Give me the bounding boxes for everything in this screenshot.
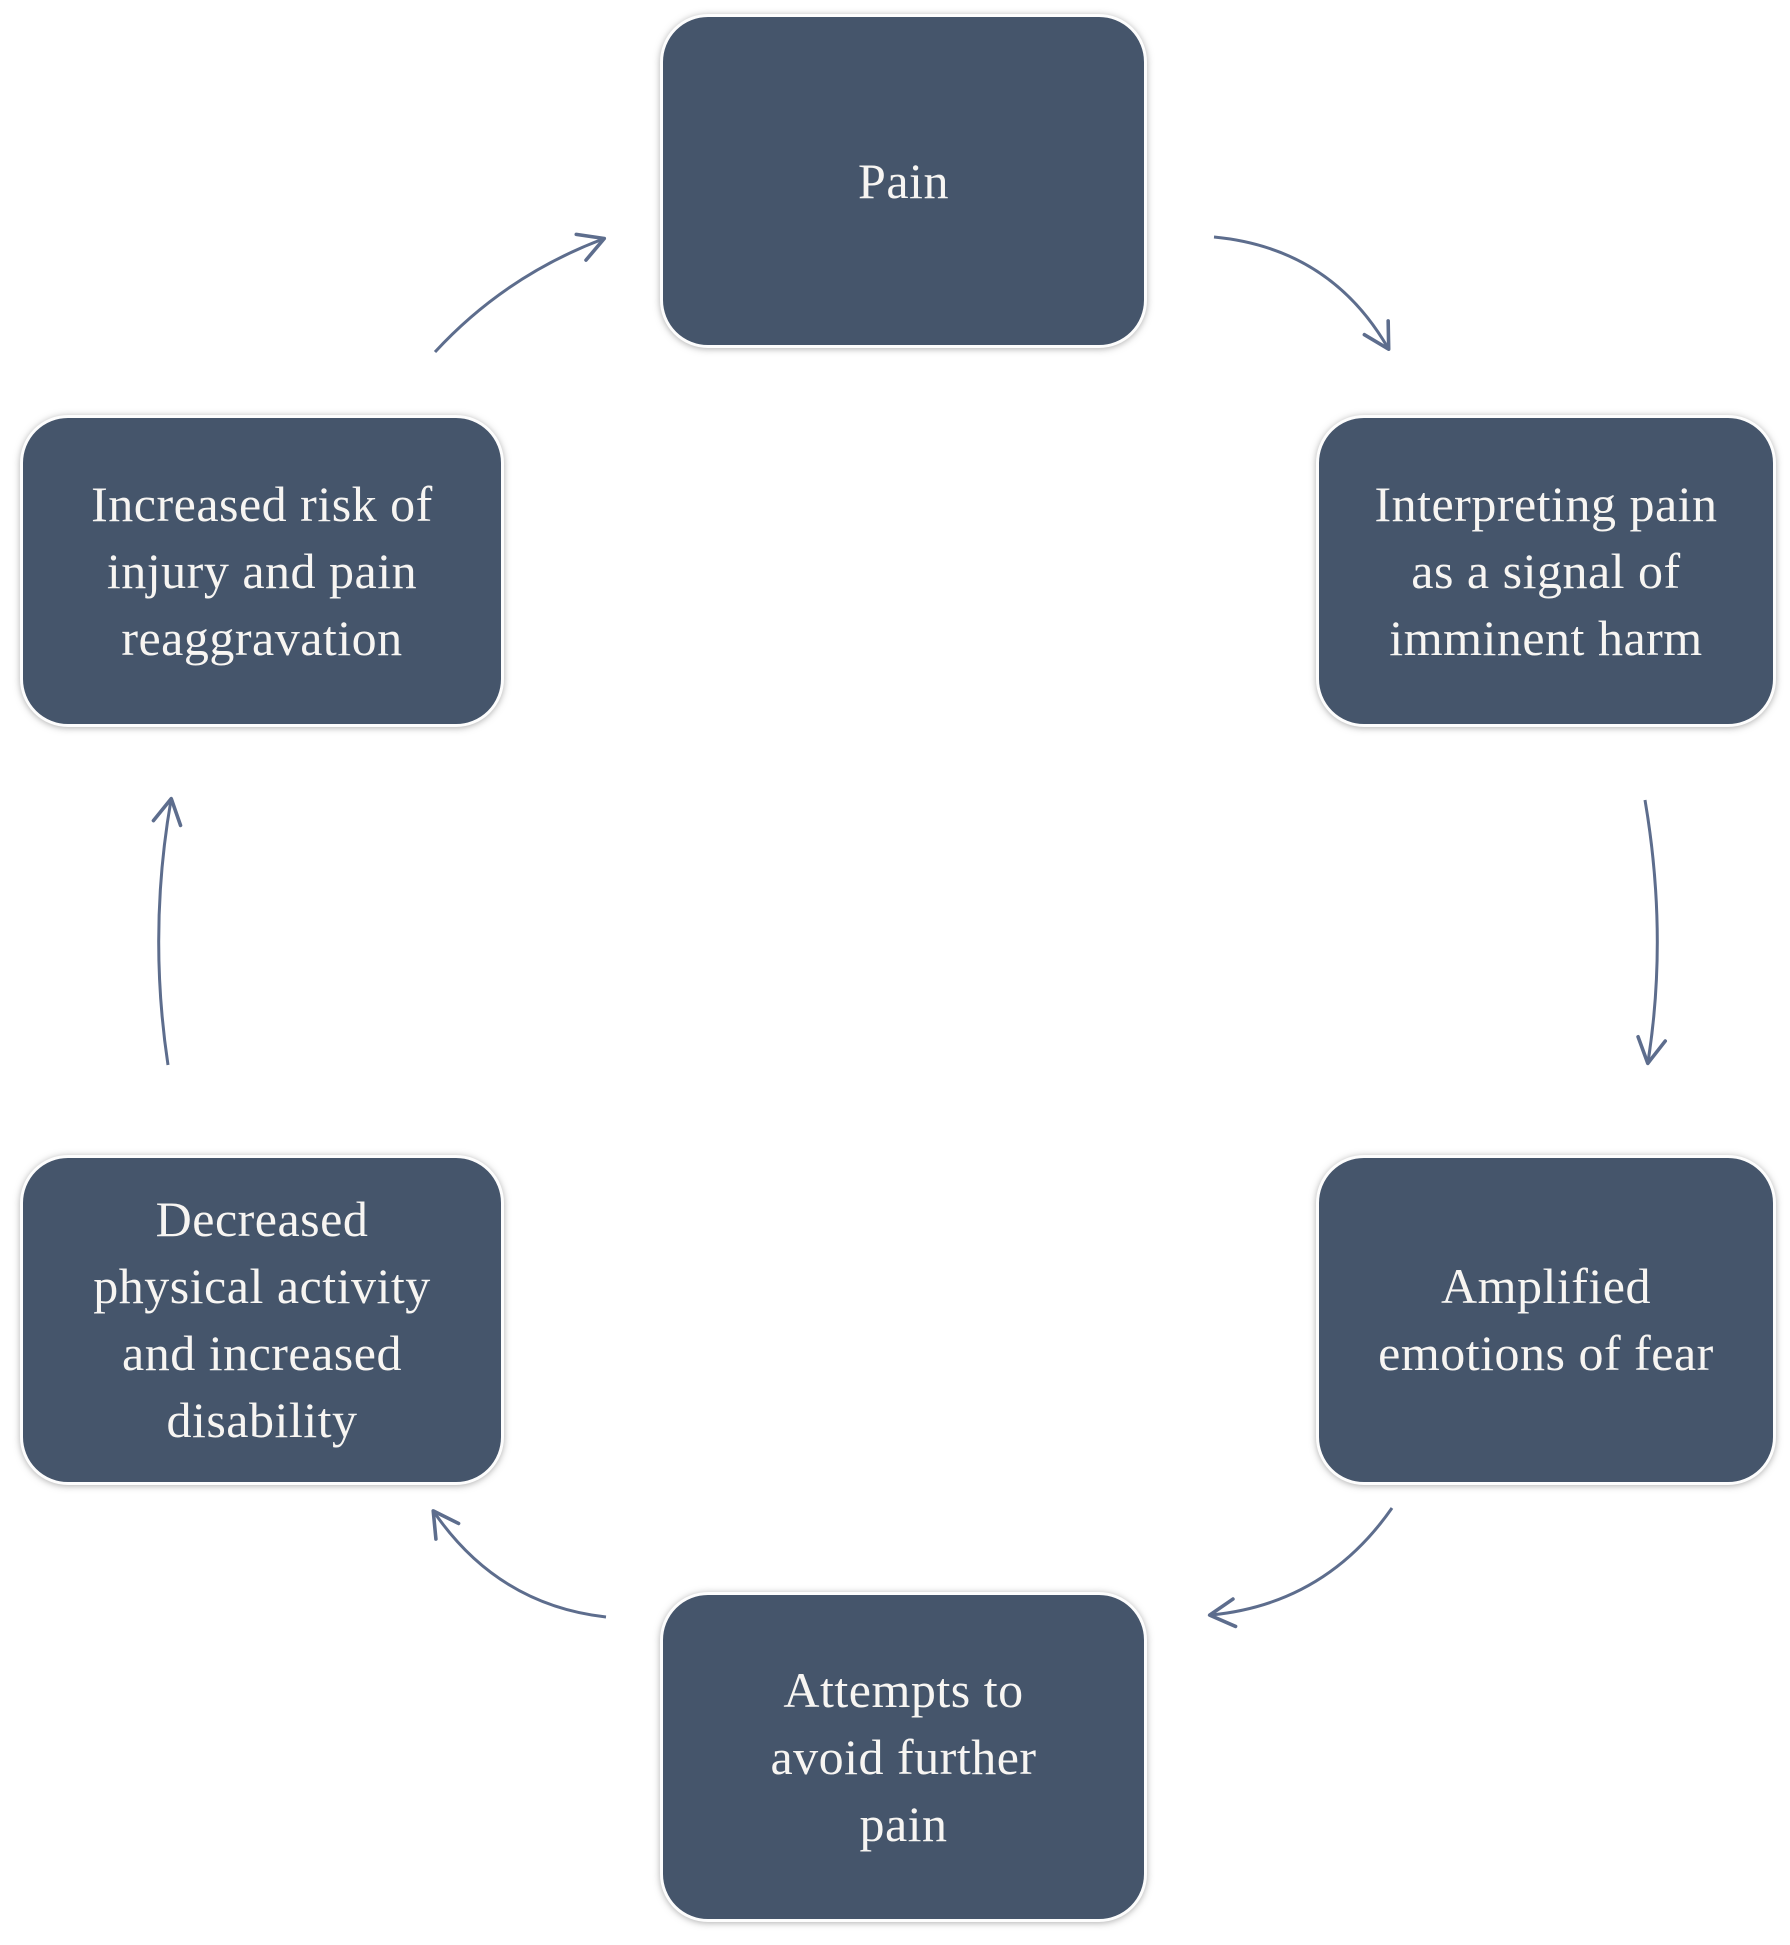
arrow-decreased-to-increased bbox=[151, 796, 183, 1066]
node-pain: Pain bbox=[660, 14, 1147, 348]
arrow-amplified-to-attempts bbox=[1207, 1507, 1394, 1629]
arrow-pain-to-interpreting bbox=[1213, 235, 1391, 351]
arrow-attempts-to-decreased bbox=[431, 1509, 607, 1619]
node-pain-label: Pain bbox=[858, 152, 949, 209]
arrow-interpreting-to-amplified bbox=[1636, 799, 1668, 1066]
arrow-increased-to-pain bbox=[433, 232, 607, 354]
